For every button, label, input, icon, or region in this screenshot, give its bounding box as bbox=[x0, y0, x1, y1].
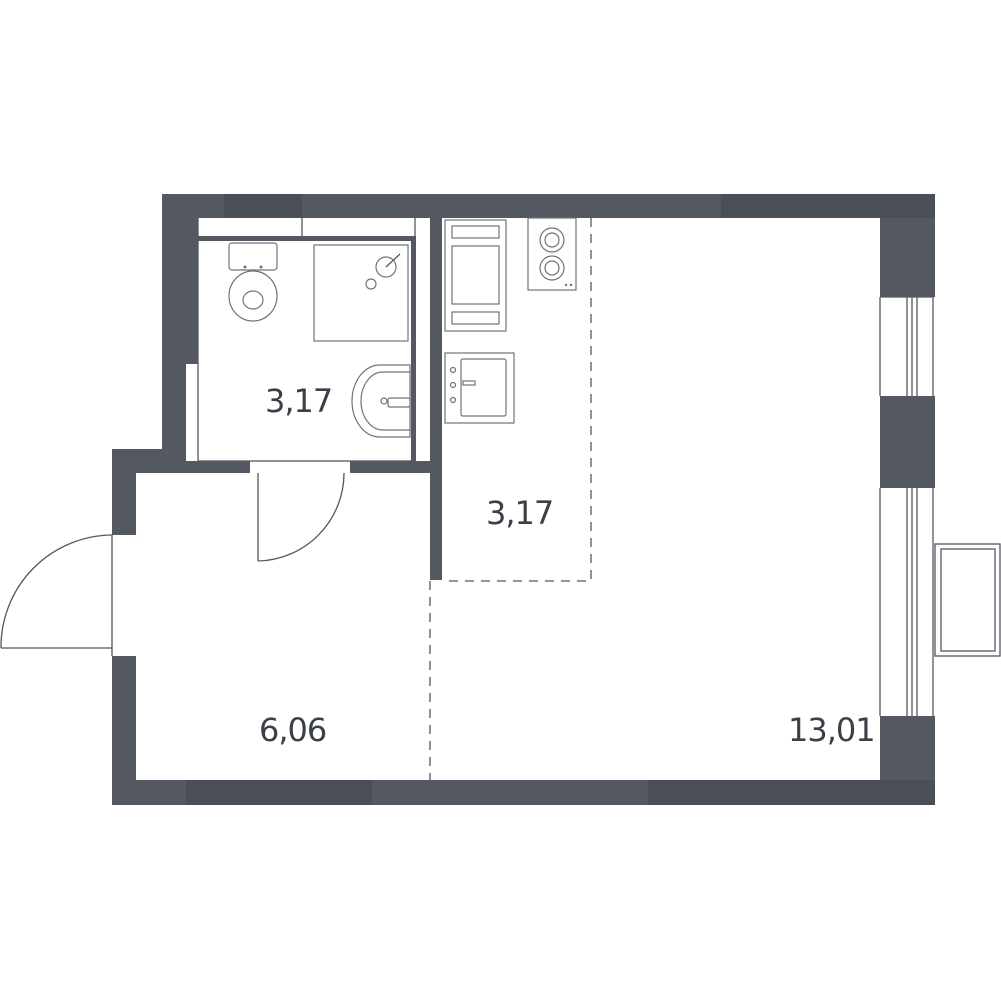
hallway-area-label: 6,06 bbox=[259, 711, 326, 749]
bathroom-door bbox=[257, 472, 345, 562]
living-room-area-label: 13,01 bbox=[788, 711, 875, 749]
balcony-box bbox=[934, 543, 1001, 657]
kitchen-area-label: 3,17 bbox=[486, 494, 553, 532]
interior-walls bbox=[186, 218, 442, 580]
window-upper bbox=[879, 296, 934, 396]
washbasin-icon bbox=[351, 364, 411, 438]
exterior-wall-accents bbox=[186, 194, 935, 805]
zone-boundaries bbox=[429, 218, 592, 780]
sink-icon bbox=[444, 352, 515, 424]
toilet-icon bbox=[228, 242, 278, 322]
shower-tray-icon bbox=[313, 244, 409, 342]
hob-icon bbox=[527, 217, 577, 291]
entrance-door bbox=[0, 534, 113, 656]
window-lower bbox=[879, 488, 934, 716]
oven-icon bbox=[444, 219, 507, 332]
bathroom-area-label: 3,17 bbox=[265, 382, 332, 420]
